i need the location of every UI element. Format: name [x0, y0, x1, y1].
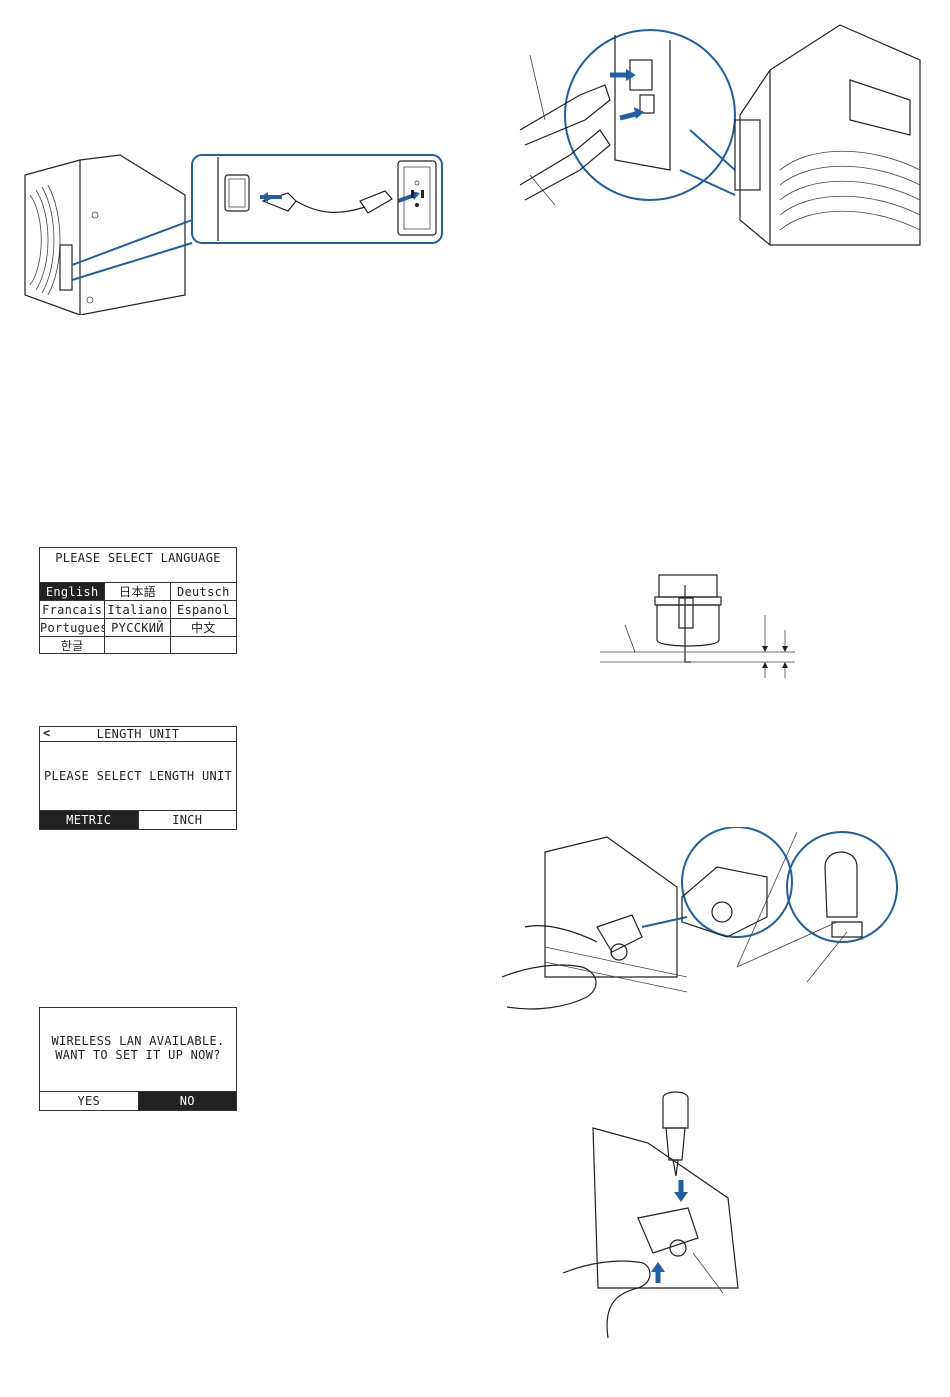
language-select-screen: PLEASE SELECT LANGUAGE English 日本語 Deuts…: [39, 547, 237, 654]
language-option-german[interactable]: Deutsch: [171, 582, 236, 600]
language-option-italian[interactable]: Italiano: [105, 600, 170, 618]
wireless-lan-message-line2: WANT TO SET IT UP NOW?: [40, 1048, 236, 1062]
blade-holder-insert-illustration: [558, 1088, 758, 1343]
inch-button[interactable]: INCH: [138, 811, 237, 829]
wireless-lan-message-line1: WIRELESS LAN AVAILABLE.: [40, 1034, 236, 1048]
language-option-empty: [105, 636, 170, 654]
language-option-spanish[interactable]: Espanol: [171, 600, 236, 618]
language-option-grid: English 日本語 Deutsch Francais Italiano Es…: [40, 582, 236, 654]
language-option-english[interactable]: English: [40, 582, 105, 600]
language-option-portuguese[interactable]: Portugues: [40, 618, 105, 636]
length-unit-message: PLEASE SELECT LENGTH UNIT: [40, 769, 236, 783]
length-unit-title: LENGTH UNIT: [40, 727, 236, 741]
language-option-empty: [171, 636, 236, 654]
language-option-japanese[interactable]: 日本語: [105, 582, 170, 600]
yes-button[interactable]: YES: [40, 1092, 138, 1110]
length-unit-screen: < LENGTH UNIT PLEASE SELECT LENGTH UNIT …: [39, 726, 237, 830]
tool-holder-illustration: [497, 827, 902, 1017]
back-chevron-icon[interactable]: <: [43, 726, 51, 740]
no-button[interactable]: NO: [138, 1092, 237, 1110]
language-option-chinese[interactable]: 中文: [171, 618, 236, 636]
blade-length-diagram: [595, 570, 805, 685]
language-option-french[interactable]: Francais: [40, 600, 105, 618]
wireless-lan-screen: WIRELESS LAN AVAILABLE. WANT TO SET IT U…: [39, 1007, 237, 1111]
language-option-korean[interactable]: 한글: [40, 636, 105, 654]
metric-button[interactable]: METRIC: [40, 811, 138, 829]
usb-cable-illustration: [510, 20, 930, 255]
language-option-russian[interactable]: PYCCKИЙ: [105, 618, 170, 636]
language-screen-title: PLEASE SELECT LANGUAGE: [40, 548, 236, 582]
wireless-lan-buttons: YES NO: [40, 1091, 236, 1110]
power-cable-illustration: [20, 135, 450, 315]
length-unit-buttons: METRIC INCH: [40, 810, 236, 829]
